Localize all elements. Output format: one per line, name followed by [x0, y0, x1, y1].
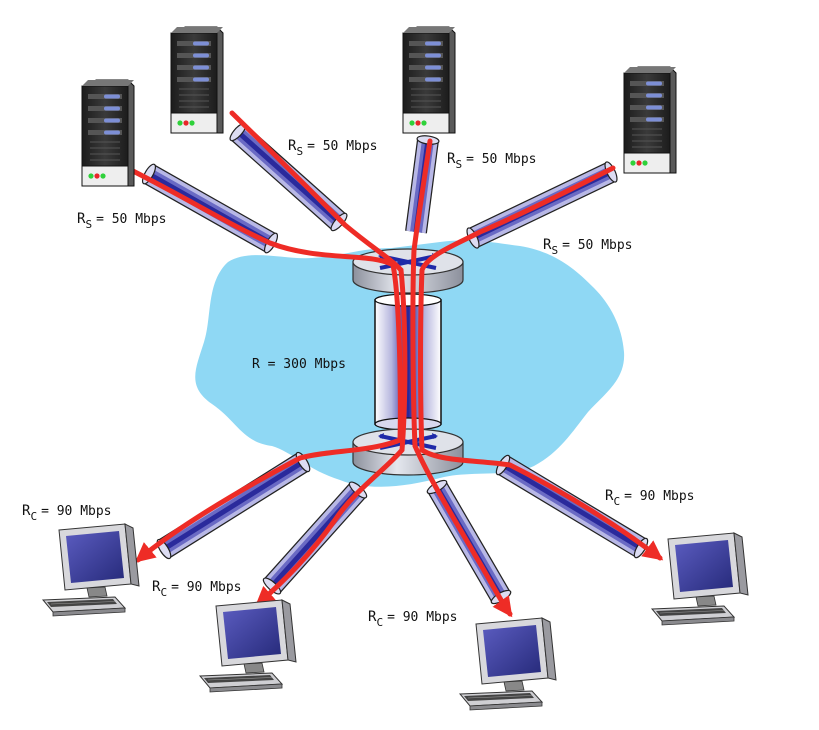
desktop-computer-icon: [42, 523, 140, 617]
server-link-label: RS= 50 Mbps: [77, 211, 167, 231]
server-link-label: RS= 50 Mbps: [543, 237, 633, 257]
server-link-pipe: [141, 163, 279, 254]
client-link-pipe: [156, 451, 311, 560]
server-icon: [81, 79, 135, 187]
backbone-link-label: R = 300 Mbps: [252, 357, 346, 372]
client-link-label: RC= 90 Mbps: [22, 503, 112, 523]
backbone-link-pipe: [374, 293, 442, 431]
router-icon: [352, 248, 464, 294]
flow-paths: [130, 110, 664, 618]
server-link-pipe: [229, 122, 348, 232]
router-icon: [352, 428, 464, 476]
server-icon: [170, 26, 224, 134]
server-link-label: RS= 50 Mbps: [447, 151, 537, 171]
client-link-label: RC= 90 Mbps: [605, 488, 695, 508]
client-link-pipe: [495, 454, 649, 559]
server-icon: [402, 26, 456, 134]
desktop-computer-icon: [199, 599, 297, 693]
client-link-label: RC= 90 Mbps: [152, 579, 242, 599]
server-icon: [623, 66, 677, 174]
server-link-label: RS= 50 Mbps: [288, 138, 378, 158]
client-link-label: RC= 90 Mbps: [368, 609, 458, 629]
desktop-computer-icon: [459, 617, 557, 711]
desktop-computer-icon: [651, 532, 749, 626]
